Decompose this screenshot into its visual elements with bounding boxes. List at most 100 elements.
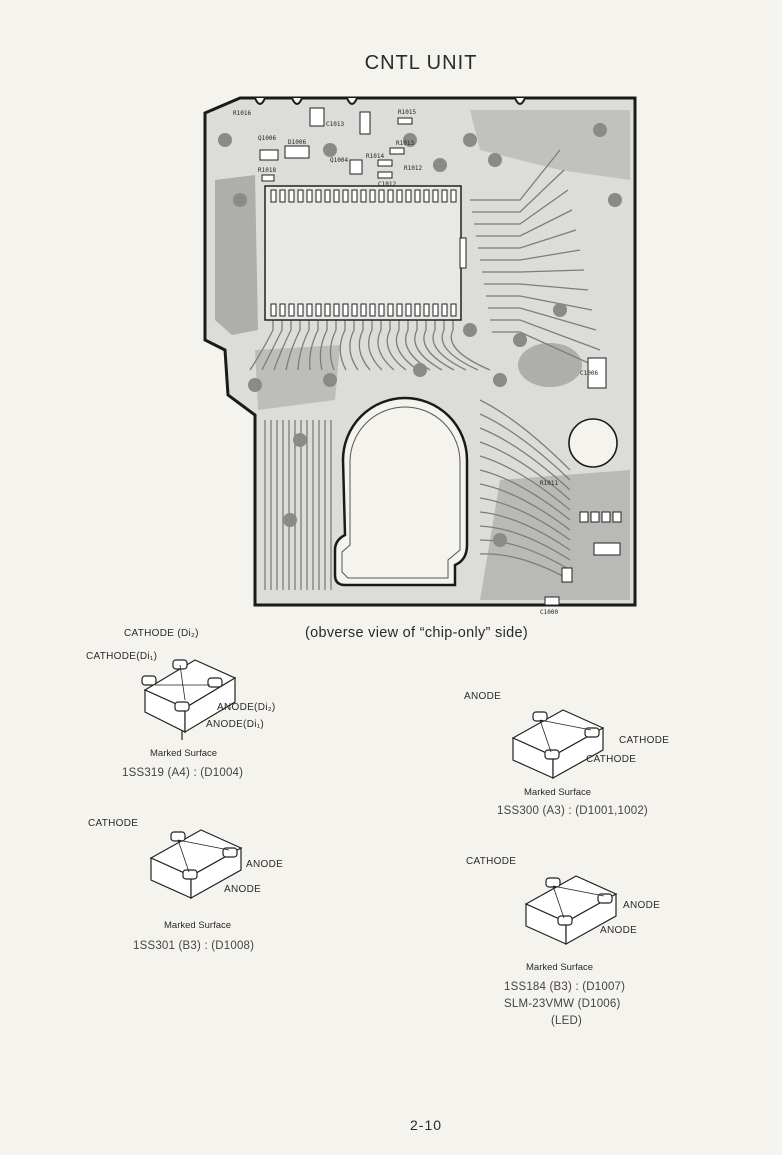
pin-lead — [544, 749, 560, 760]
ic-pin — [360, 303, 367, 317]
ic-pin — [414, 189, 421, 203]
pcb-trace — [488, 307, 597, 331]
internal-diode-line — [155, 664, 210, 701]
pin-label: ANODE(Di₂) — [217, 702, 276, 713]
pcb-trace — [490, 319, 601, 351]
pin-label: ANODE — [623, 900, 661, 911]
ic-pin — [306, 189, 313, 203]
pin-lead — [597, 893, 613, 904]
pin-label: ANODE — [224, 884, 262, 895]
reference-label: Q1006 — [258, 135, 276, 142]
pcb-pad — [248, 378, 262, 392]
pcb-pad — [493, 533, 507, 547]
view-caption: (obverse view of “chip-only” side) — [305, 625, 528, 641]
ic-pin — [333, 303, 340, 317]
pcb-trace — [395, 316, 419, 371]
internal-diode-line — [539, 719, 592, 753]
board-notches — [254, 97, 526, 105]
pin-label: ANODE — [464, 691, 502, 702]
reference-label: C1013 — [326, 121, 344, 128]
marked-surface-label: Marked Surface — [150, 748, 218, 759]
pcb-trace — [479, 469, 571, 521]
pin-lead — [557, 915, 573, 926]
pcb-trace — [261, 316, 283, 371]
internal-diode-line — [177, 839, 230, 873]
ic-pin — [387, 189, 394, 203]
pcb-trace — [480, 249, 581, 261]
reference-label: R1016 — [233, 110, 251, 117]
pin-lead — [172, 659, 188, 670]
ic-pin — [279, 303, 286, 317]
ic-pin — [405, 303, 412, 317]
pin-label: CATHODE — [619, 735, 670, 746]
pcb-trace — [474, 189, 569, 225]
pcb-pad — [323, 373, 337, 387]
ic-pin — [288, 189, 295, 203]
ic-pin — [297, 189, 304, 203]
pcb-trace — [319, 316, 328, 371]
pcb-trace — [470, 149, 561, 201]
pin-lead — [174, 701, 190, 712]
ic-pin — [351, 303, 358, 317]
pin-label: ANODE(Di₁) — [206, 719, 265, 730]
ic-pin — [306, 303, 313, 317]
pcb-trace — [479, 483, 571, 531]
pin-lead — [222, 847, 238, 858]
copper-pad — [518, 343, 582, 387]
pcb-trace — [472, 169, 565, 213]
reference-label: R1014 — [366, 153, 384, 160]
pin-label: CATHODE — [586, 754, 637, 765]
ic-pin — [369, 303, 376, 317]
pcb-pad — [493, 373, 507, 387]
ic-pin — [324, 189, 331, 203]
pcb-pad — [293, 433, 307, 447]
copper-area-right — [470, 110, 630, 180]
ic-pin — [405, 189, 412, 203]
pcb-trace — [339, 316, 347, 371]
reference-label: D1006 — [288, 139, 306, 146]
part-number: 1SS300 (A3) : (D1001,1002) — [497, 805, 648, 817]
pcb-pad — [433, 158, 447, 172]
ic-pin — [369, 189, 376, 203]
reference-label: R1011 — [540, 480, 558, 487]
ic-pin — [279, 189, 286, 203]
ic-pin — [396, 189, 403, 203]
ic-pin — [450, 303, 457, 317]
pcb-trace — [479, 441, 571, 501]
pcb-trace — [297, 316, 310, 371]
round-contact — [568, 418, 618, 468]
ic-pin — [423, 303, 430, 317]
reference-label: C1006 — [580, 370, 598, 377]
ic-pin — [441, 189, 448, 203]
pcb-trace — [358, 316, 371, 371]
pcb-trace — [309, 316, 319, 371]
marked-surface-label: Marked Surface — [524, 787, 592, 798]
ic-pin — [378, 189, 385, 203]
pcb-trace — [479, 553, 571, 581]
pin-label: CATHODE (Di₂) — [124, 628, 199, 639]
battery-cutout-inner — [341, 406, 461, 579]
ic-pin — [378, 303, 385, 317]
reference-label: Q1004 — [330, 157, 348, 164]
part-number: 1SS184 (B3) : (D1007) — [504, 981, 626, 993]
pcb-pad — [233, 193, 247, 207]
part-note: (LED) — [551, 1015, 583, 1027]
pin-label: CATHODE — [466, 856, 517, 867]
reference-label: C1012 — [378, 181, 396, 188]
part-number: 1SS319 (A4) : (D1004) — [122, 767, 244, 779]
pcb-pad — [608, 193, 622, 207]
pcb-trace — [482, 269, 585, 273]
pcb-pad — [553, 303, 567, 317]
ic-pin — [342, 189, 349, 203]
ic-pin — [297, 303, 304, 317]
copper-area-mid — [255, 345, 340, 410]
pcb-trace — [249, 316, 274, 371]
pcb-trace — [479, 455, 571, 511]
pin-lead — [584, 727, 600, 738]
pcb-trace — [368, 316, 383, 371]
pcb-pad — [463, 133, 477, 147]
pin-lead — [182, 869, 198, 880]
pcb-pad — [218, 133, 232, 147]
ic-pin — [315, 303, 322, 317]
